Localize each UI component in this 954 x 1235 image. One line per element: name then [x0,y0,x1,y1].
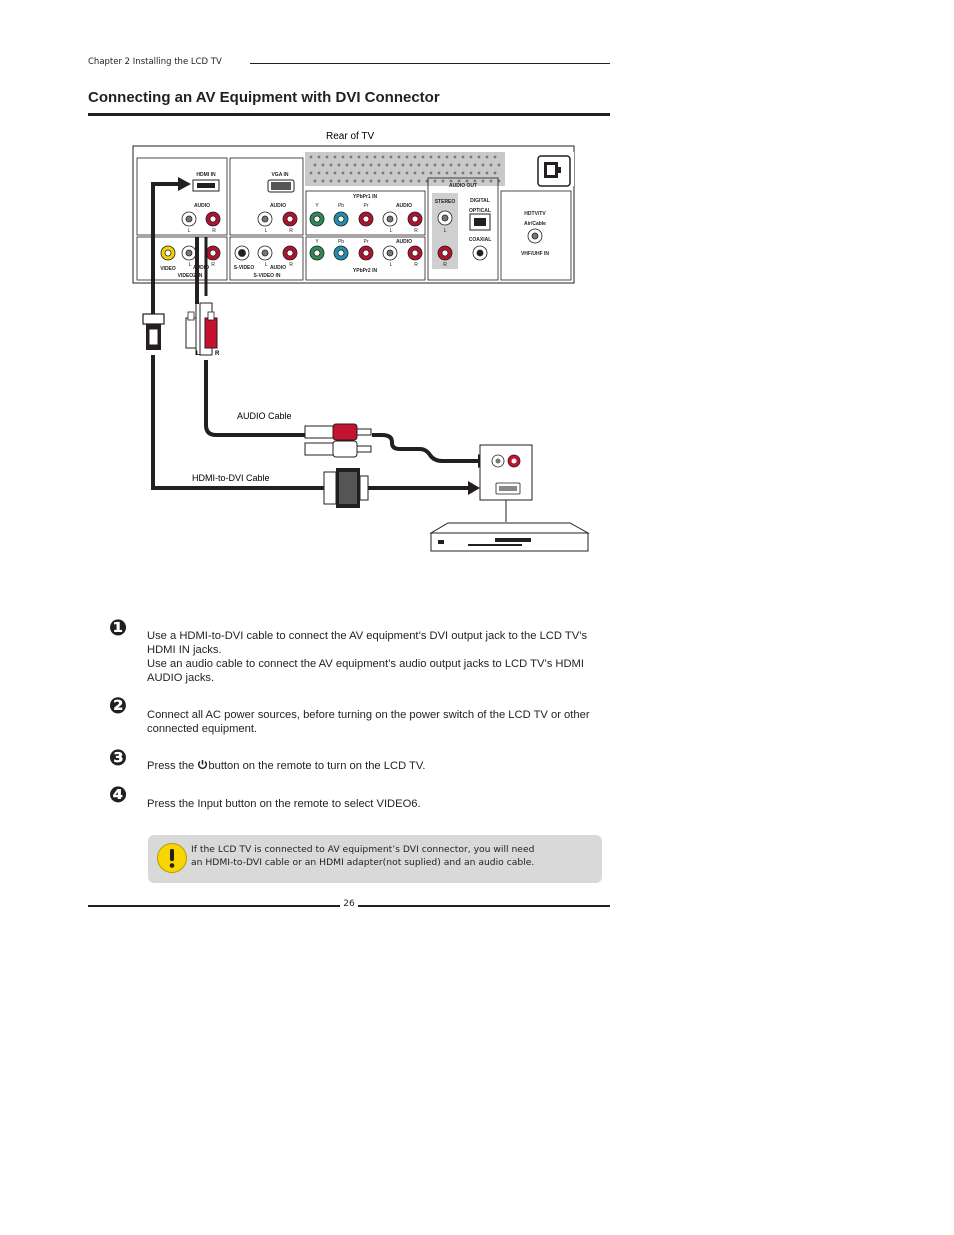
svideo-audio-label: AUDIO [270,265,286,271]
note-text: If the LCD TV is connected to AV equipme… [191,843,591,869]
sv-r-label: R [289,262,293,268]
optical-label: OPTICAL [469,208,491,214]
audio-out-label: AUDIO OUT [449,183,477,189]
s-video-in-label: S-VIDEO IN [254,273,281,279]
vga-port [267,179,295,193]
connection-diagram: Rear of TV HDMI IN AUDIO VGA IN AUDIO YP… [132,131,590,552]
vga-audio-label: AUDIO [270,203,286,209]
step-4-icon: ❹ [108,783,128,808]
ypbpr2-label: YPbPr2 IN [353,268,378,274]
section-rule [88,113,610,116]
digital-label: DIGITAL [470,198,490,204]
vhf-uhf-label: VHF/UHF IN [521,251,549,257]
footer-rule-left [88,905,340,907]
power-icon [198,759,208,770]
yp2-r-label: R [414,262,418,268]
y1-label: Y [315,203,319,209]
header-rule [250,63,610,64]
v2-l-label: L [189,262,192,268]
yp1-r-label: R [414,228,418,234]
y2-label: Y [315,239,319,245]
hdmi-dvi-cable-label: HDMI-to-DVI Cable [192,473,270,483]
step-1-line-2: Use an audio cable to connect the AV equ… [147,658,584,684]
hdmi-in-label: HDMI IN [196,172,216,178]
stereo-label: STEREO [435,199,456,205]
stereo-l-label: L [444,228,447,234]
yp1-l-label: L [390,228,393,234]
rear-of-tv-label: Rear of TV [326,131,374,142]
step-2-line-1: Connect all AC power sources, before tur… [147,709,590,735]
step-1-icon: ❶ [108,616,128,641]
audio-plug-r [204,311,218,349]
av-device [429,522,590,552]
yp2-l-label: L [390,262,393,268]
note-line-2: an HDMI-to-DVI cable or an HDMI adapter(… [191,857,535,868]
step-1-line-1: Use a HDMI-to-DVI cable to connect the A… [147,630,588,656]
warning-icon [157,843,187,873]
page-number: 26 [343,899,355,909]
note-box [148,835,602,883]
ypbpr1-label: YPbPr1 IN [353,194,378,200]
av-device-panel [479,444,533,501]
stereo-r-label: R [443,262,447,268]
step-1-text: Use a HDMI-to-DVI cable to connect the A… [147,629,607,685]
audio-cable-right [372,433,480,463]
step-4-line-1: Press the Input button on the remote to … [147,798,421,810]
tv-rear-panel: HDMI IN AUDIO VGA IN AUDIO YPbPr1 IN YPb… [132,145,575,284]
step-3-icon: ❸ [108,746,128,771]
coaxial-label: COAXIAL [469,237,492,243]
video2-in-label: VIDEO2 IN [178,273,203,279]
audio-cable-plug-pair [304,423,372,458]
pr1-label: Pr [364,203,369,209]
step-3-text: Press the button on the remote to turn o… [147,759,607,773]
sv-l-label: L [265,262,268,268]
dvi-plug [323,468,369,508]
vga-in-label: VGA IN [271,172,288,178]
audio-cable-left [195,237,305,437]
section-title: Connecting an AV Equipment with DVI Conn… [88,89,440,106]
step-2-icon: ❷ [108,694,128,719]
hdmi-plug [142,313,165,350]
plug-r-label: R [215,351,220,357]
hdmi-l-label: L [188,228,191,234]
step-3-pre: Press the [147,760,198,772]
hdmi-audio-label: AUDIO [194,203,210,209]
hdmi-r-label: R [212,228,216,234]
vga-r-label: R [289,228,293,234]
chapter-header: Chapter 2 Installing the LCD TV [88,57,222,67]
ypbpr2-audio-label: AUDIO [396,239,412,245]
v2-r-label: R [211,262,215,268]
pb1-label: Pb [338,203,344,209]
step-4-text: Press the Input button on the remote to … [147,797,607,811]
footer-rule-right [358,905,610,907]
hdtv-label: HDTV/TV [524,211,546,217]
pr2-label: Pr [364,239,369,245]
s-video-label: S-VIDEO [234,265,255,271]
air-cable-label: Air/Cable [524,221,546,227]
hdmi-port [192,179,220,192]
step-2-text: Connect all AC power sources, before tur… [147,708,607,736]
step-3-post: button on the remote to turn on the LCD … [208,760,426,772]
plug-l-label: L [196,351,200,357]
video-label: VIDEO [160,266,176,272]
hdmi-arrow [151,182,180,318]
audio-plug-l [185,311,197,349]
audio-cable-label: AUDIO Cable [237,411,292,421]
pb2-label: Pb [338,239,344,245]
hdmi-dvi-cable [151,355,324,490]
vga-l-label: L [265,228,268,234]
note-line-1: If the LCD TV is connected to AV equipme… [191,844,535,855]
ypbpr1-audio-label: AUDIO [396,203,412,209]
video2-audio-label: AUDIO [193,265,209,271]
